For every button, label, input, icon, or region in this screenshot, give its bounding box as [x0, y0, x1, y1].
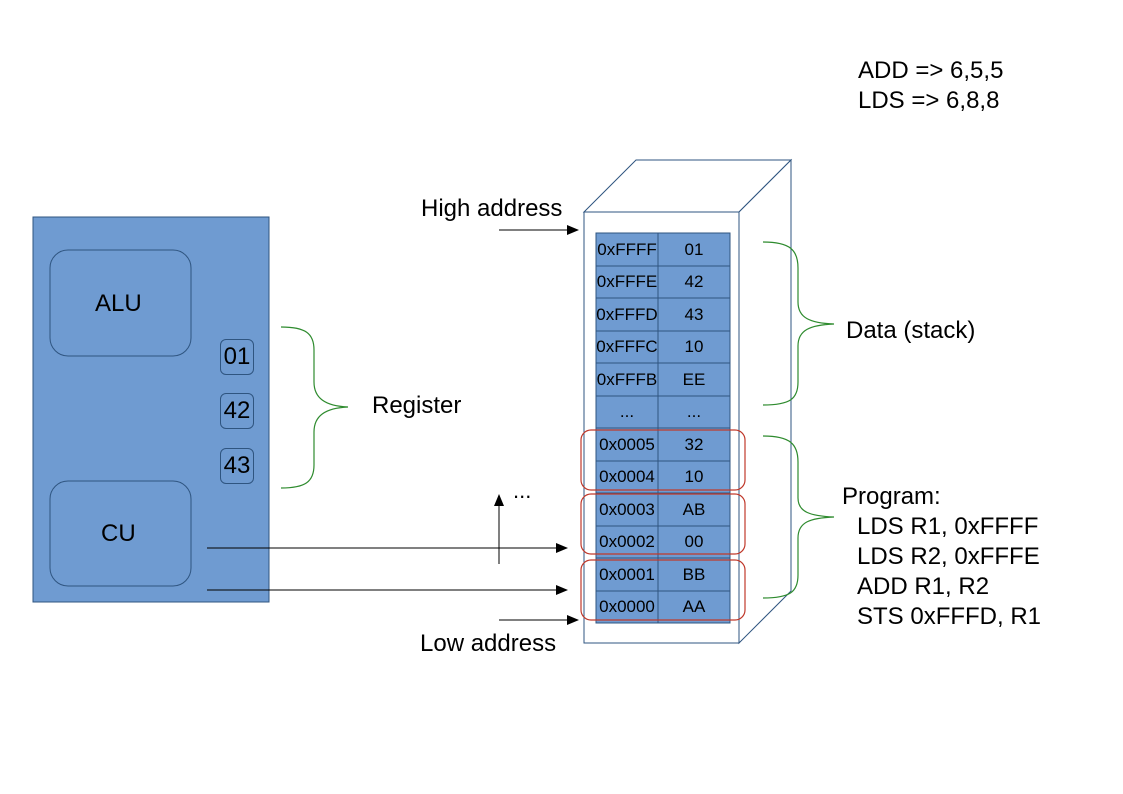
program-brace — [762, 435, 835, 599]
program-counter-ellipsis: ... — [513, 478, 532, 503]
memory-address-cell: 0xFFFD — [596, 304, 658, 324]
memory-address-cell: 0xFFFE — [596, 272, 658, 291]
memory-value-cell: 10 — [684, 337, 704, 356]
cu-label: CU — [101, 520, 136, 547]
memory-address-cell: 0x0004 — [599, 467, 655, 486]
memory-value-cell: 42 — [684, 272, 704, 291]
program-line: LDS R1, 0xFFFF — [857, 513, 1039, 540]
instruction-highlight-1 — [580, 429, 746, 491]
program-listing: Program: LDS R1, 0xFFFF LDS R2, 0xFFFE A… — [842, 482, 1041, 632]
program-line: LDS R2, 0xFFFE — [857, 543, 1040, 570]
memory-address-cell: 0x0001 — [599, 564, 655, 584]
instruction-note-lds: LDS => 6,8,8 — [858, 87, 1000, 114]
memory-address-cell: 0x0002 — [599, 532, 655, 551]
memory-address-cell: 0x0003 — [599, 499, 655, 519]
memory-address-cell: ... — [619, 402, 635, 421]
program-title: Program: — [842, 483, 941, 510]
memory-side-face — [738, 158, 792, 645]
register-box: 01 — [220, 339, 254, 375]
memory-address-cell: 0x0005 — [599, 434, 655, 454]
memory-value-cell: 00 — [684, 532, 704, 551]
memory-address-cell: 0xFFFC — [596, 337, 658, 356]
cu-box — [49, 480, 192, 587]
memory-value-cell: ... — [686, 402, 702, 421]
low-address-label: Low address — [420, 630, 557, 657]
memory-address-cell: 0xFFFF — [597, 239, 657, 259]
memory-grid — [596, 233, 730, 623]
memory-value-cell: 32 — [684, 434, 704, 454]
memory-value-cell: 10 — [684, 467, 704, 486]
memory-address-cell: 0x0000 — [599, 597, 655, 616]
instruction-highlight-2 — [580, 493, 746, 555]
memory-value-cell: 01 — [684, 239, 704, 259]
memory-value-cell: BB — [682, 564, 706, 584]
instruction-note-add: ADD => 6,5,5 — [858, 57, 1004, 84]
program-line: STS 0xFFFD, R1 — [857, 603, 1042, 630]
data-stack-label: Data (stack) — [846, 317, 976, 344]
memory-value-cell: AA — [682, 597, 706, 616]
register-box: 43 — [220, 448, 254, 484]
data-stack-brace — [762, 241, 835, 406]
alu-box — [49, 249, 192, 357]
alu-label: ALU — [95, 290, 142, 317]
memory-address-cell: 0xFFFB — [596, 369, 658, 389]
program-line: ADD R1, R2 — [857, 573, 990, 600]
memory-value-cell: 43 — [684, 304, 704, 324]
memory-value-cell: EE — [682, 369, 706, 389]
memory-value-cell: AB — [682, 499, 706, 519]
high-address-label: High address — [421, 195, 563, 222]
register-box: 42 — [220, 393, 254, 429]
register-label: Register — [372, 392, 462, 419]
instruction-highlight-3 — [580, 559, 746, 621]
register-brace — [280, 326, 349, 489]
